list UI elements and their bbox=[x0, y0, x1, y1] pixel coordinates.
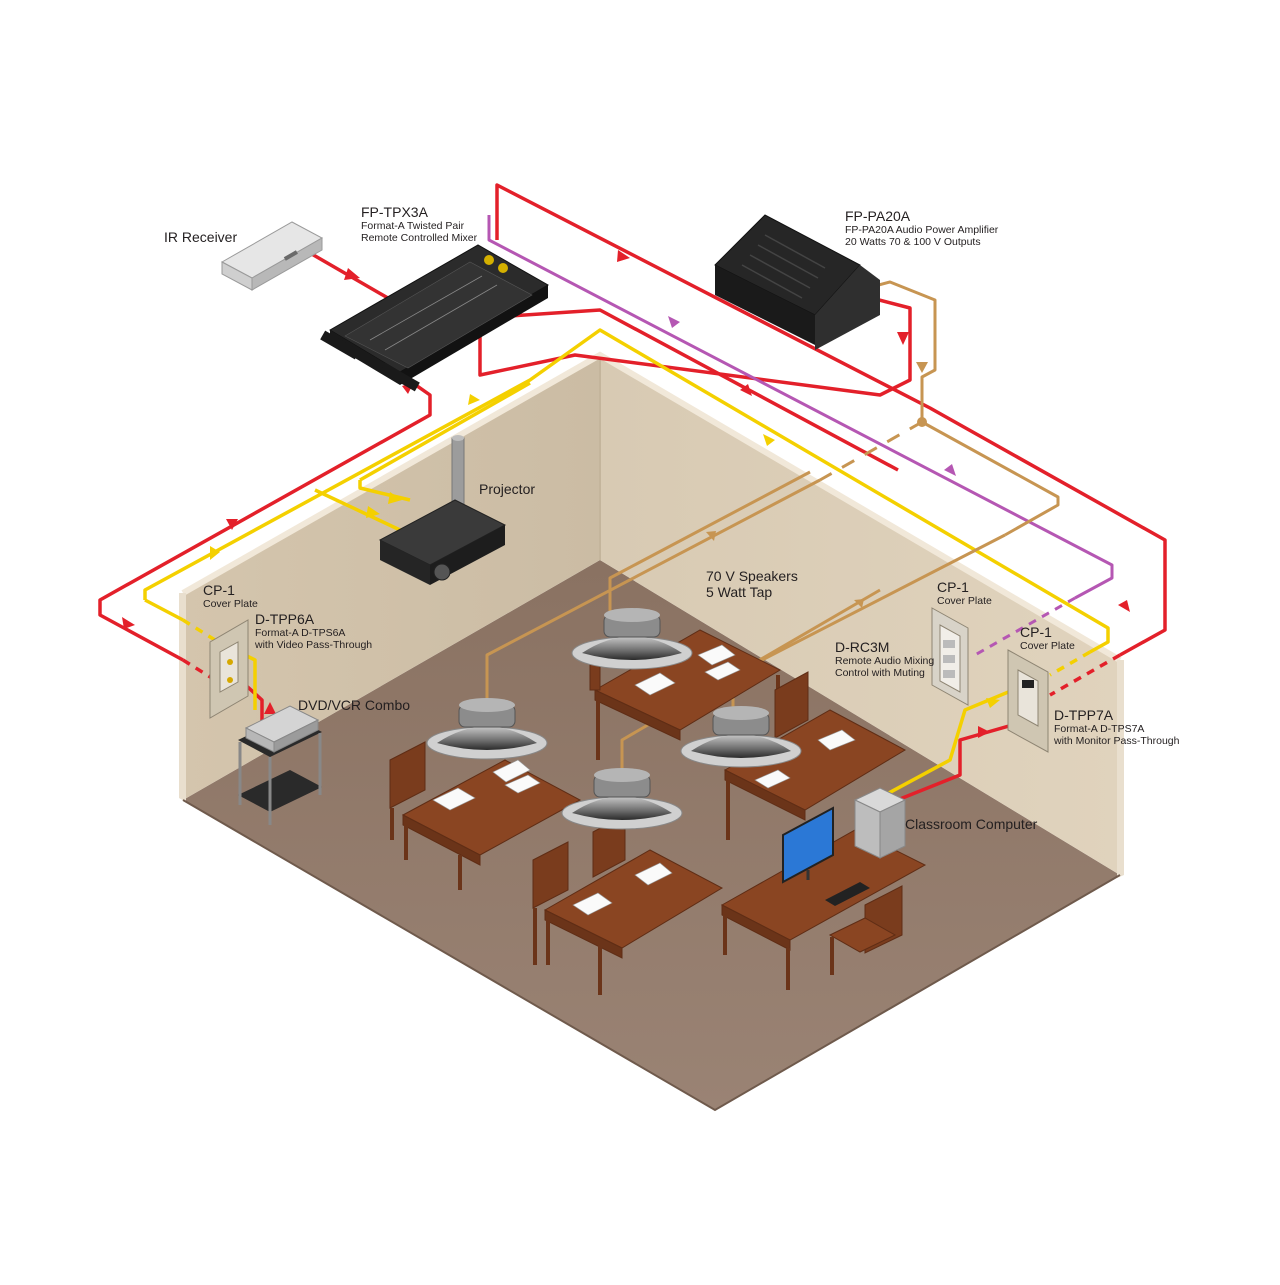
projector-label: Projector bbox=[479, 481, 535, 497]
cp1-left-title: CP-1 bbox=[203, 582, 235, 598]
cp1-right-title: CP-1 bbox=[1020, 624, 1052, 640]
d-rc3m-label: D-RC3M Remote Audio Mixing Control with … bbox=[835, 639, 934, 679]
cp1-mid-title: CP-1 bbox=[937, 579, 969, 595]
mixer-device bbox=[320, 244, 549, 392]
yellow-cable-main bbox=[143, 328, 1110, 654]
violet-cable-mix bbox=[487, 215, 1114, 600]
speakers-line1: 70 V Speakers bbox=[706, 568, 798, 584]
cp1-right-label: CP-1 Cover Plate bbox=[1020, 624, 1075, 652]
red-cable-ir-to-mixer bbox=[309, 251, 401, 307]
fp-tpx3a-label: FP-TPX3A Format-A Twisted Pair Remote Co… bbox=[361, 204, 477, 244]
dvd-vcr-title: DVD/VCR Combo bbox=[298, 697, 411, 713]
d-tpp7a-line1: Format-A D-TPS7A bbox=[1054, 723, 1145, 736]
fp-tpx3a-line1: Format-A Twisted Pair bbox=[361, 220, 465, 233]
floor bbox=[183, 560, 1120, 1110]
d-tpp7a-title: D-TPP7A bbox=[1054, 707, 1114, 723]
d-tpp7a-label: D-TPP7A Format-A D-TPS7A with Monitor Pa… bbox=[1054, 707, 1179, 747]
dvd-vcr-cart bbox=[238, 705, 322, 825]
tan-junction bbox=[917, 417, 927, 427]
yellow-cable-left-dash bbox=[182, 618, 216, 642]
wall-plate-d-tpp6a bbox=[209, 619, 249, 719]
cables bbox=[98, 183, 1167, 807]
room bbox=[179, 351, 1124, 1112]
speaker-2 bbox=[571, 608, 693, 670]
d-rc3m-line1: Remote Audio Mixing bbox=[835, 655, 935, 668]
left-wall bbox=[183, 355, 600, 800]
d-tpp6a-line1: Format-A D-TPS6A bbox=[255, 627, 346, 640]
fp-pa20a-title: FP-PA20A bbox=[845, 208, 911, 224]
yellow-cable-left-leg bbox=[144, 598, 184, 622]
amplifier-device bbox=[714, 214, 880, 350]
yellow-cable-computer bbox=[884, 683, 1026, 797]
speaker-3 bbox=[680, 706, 802, 768]
floor-edge bbox=[182, 799, 1121, 1112]
ir-receiver-title: IR Receiver bbox=[164, 229, 238, 245]
yellow-cable-projector-a bbox=[359, 381, 531, 482]
violet-cable-dash bbox=[974, 596, 1076, 657]
d-rc3m-line2: Control with Muting bbox=[835, 667, 925, 680]
left-wall-edge bbox=[179, 593, 186, 802]
projector-title: Projector bbox=[479, 481, 536, 497]
d-tpp6a-line2: with Video Pass-Through bbox=[255, 639, 373, 652]
right-wall bbox=[600, 355, 1120, 875]
computer-device bbox=[782, 787, 907, 906]
flow-arrows bbox=[122, 250, 1130, 738]
speakers-line2: 5 Watt Tap bbox=[706, 584, 773, 601]
tan-cable-bus-dash bbox=[819, 420, 923, 482]
dvd-vcr-label: DVD/VCR Combo bbox=[298, 697, 410, 713]
tan-cable-spk2 bbox=[608, 470, 811, 615]
speakers bbox=[426, 608, 802, 830]
cp1-mid-label: CP-1 Cover Plate bbox=[937, 579, 992, 607]
ir-receiver-label: IR Receiver bbox=[164, 229, 237, 245]
cp1-right-line1: Cover Plate bbox=[1020, 640, 1075, 653]
red-cable-left-wall bbox=[98, 358, 432, 662]
classroom-computer-label: Classroom Computer bbox=[905, 816, 1037, 832]
cp1-mid-line1: Cover Plate bbox=[937, 595, 992, 608]
ir-receiver-device bbox=[220, 221, 324, 291]
tan-cable-spk1 bbox=[485, 478, 821, 705]
red-cable-right-dash bbox=[1049, 653, 1121, 697]
tan-cable-spk4 bbox=[620, 588, 881, 775]
yellow-cable-right-dash bbox=[1049, 650, 1091, 677]
speakers-label: 70 V Speakers 5 Watt Tap bbox=[706, 568, 798, 600]
tan-cable-bus bbox=[921, 420, 1060, 537]
red-cable-top-loop bbox=[495, 183, 1167, 657]
fp-pa20a-label: FP-PA20A FP-PA20A Audio Power Amplifier … bbox=[845, 208, 998, 248]
red-cable-computer bbox=[884, 718, 1031, 807]
cp1-left-label: CP-1 Cover Plate bbox=[203, 582, 258, 610]
fp-pa20a-line2: 20 Watts 70 & 100 V Outputs bbox=[845, 236, 981, 249]
cp1-left-line1: Cover Plate bbox=[203, 598, 258, 611]
wall-plate-d-tpp7a bbox=[1007, 649, 1049, 753]
right-wall-edge bbox=[1117, 660, 1124, 878]
tan-cable-amp-out bbox=[859, 280, 937, 422]
papers bbox=[432, 644, 856, 916]
wall-top-edge bbox=[181, 351, 1122, 663]
d-tpp7a-line2: with Monitor Pass-Through bbox=[1054, 735, 1180, 748]
fp-tpx3a-line2: Remote Controlled Mixer bbox=[361, 232, 478, 245]
speaker-4 bbox=[561, 768, 683, 830]
fp-tpx3a-title: FP-TPX3A bbox=[361, 204, 428, 220]
d-tpp6a-label: D-TPP6A Format-A D-TPS6A with Video Pass… bbox=[255, 611, 372, 651]
classroom-computer-title: Classroom Computer bbox=[905, 816, 1038, 832]
fp-pa20a-line1: FP-PA20A Audio Power Amplifier bbox=[845, 224, 999, 237]
wall-plate-d-rc3m bbox=[931, 607, 969, 706]
d-rc3m-title: D-RC3M bbox=[835, 639, 890, 655]
speaker-1 bbox=[426, 698, 548, 760]
projector-device bbox=[378, 435, 507, 585]
yellow-cable-projector-c bbox=[314, 488, 401, 532]
d-tpp6a-title: D-TPP6A bbox=[255, 611, 315, 627]
